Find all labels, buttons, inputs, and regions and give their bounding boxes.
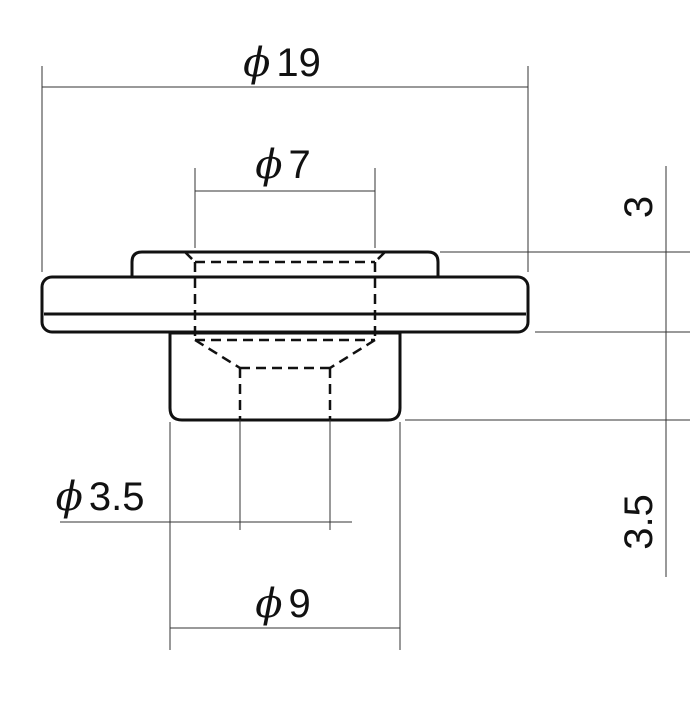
hidden-lines <box>184 251 386 420</box>
top-boss <box>130 250 440 279</box>
dimension-heights: 3 3.5 <box>405 166 690 577</box>
body-height-label: 3.5 <box>617 494 661 550</box>
lower-body <box>168 331 402 422</box>
part-outline <box>40 250 530 422</box>
flange <box>40 275 530 334</box>
flange-height-label: 3 <box>617 196 661 218</box>
